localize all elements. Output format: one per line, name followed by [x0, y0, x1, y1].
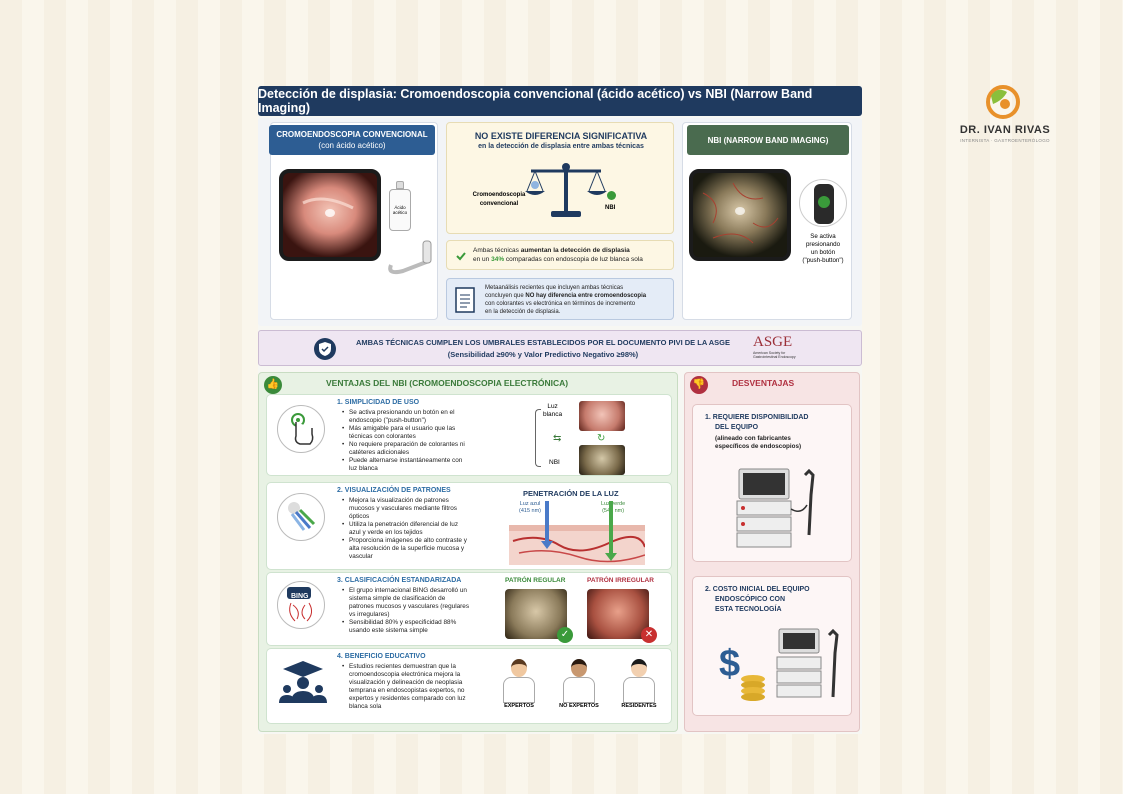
logo: DR. IVAN RIVAS INTERNISTA · GASTROENTERÓ…: [950, 80, 1060, 150]
push-button-caption: Se activa presionando un botón ("push-bu…: [802, 233, 844, 264]
no-difference-box: NO EXISTE DIFERENCIA SIGNIFICATIVA en la…: [446, 122, 674, 234]
blue-light-label: Luz azul (415 nm): [519, 501, 542, 514]
tissue-penetration-diagram: [509, 501, 645, 565]
irregular-pattern-image: [587, 589, 649, 639]
asge-line2: (Sensibilidad ≥90% y Valor Predictivo Ne…: [447, 350, 639, 359]
disadvantage-cost: 2. COSTO INICIAL DEL EQUIPO ENDOSCÓPICO …: [692, 576, 852, 716]
advantage-classification: BING 3. CLASIFICACIÓN ESTANDARIZADA El g…: [266, 572, 672, 646]
adv3-bullets: El grupo internacional BING desarrolló u…: [341, 587, 471, 635]
endoscopy-tower-icon: [736, 468, 815, 548]
refresh-icon: ↻: [597, 433, 606, 444]
white-light-image: [579, 401, 625, 431]
balance-scale-icon: [525, 163, 607, 217]
swap-arrows-icon: ⇆: [553, 433, 562, 444]
finger-press-icon: [277, 405, 325, 453]
doctor-experts: EXPERTOS: [489, 657, 549, 709]
meta-analysis-box: Metaanálisis recientes que incluyen amba…: [446, 278, 674, 320]
adv1-title: 1. SIMPLICIDAD DE USO: [337, 399, 420, 406]
check-icon: [456, 252, 466, 261]
adv2-title: 2. VISUALIZACIÓN DE PATRONES: [337, 487, 451, 494]
shield-check-icon: [314, 338, 336, 360]
doctor-icon: [489, 657, 549, 703]
graduation-group-icon: [279, 661, 327, 703]
increase-box: Ambas técnicas aumentan la detección de …: [446, 240, 674, 270]
asge-banner: AMBAS TÉCNICAS CUMPLEN LOS UMBRALES ESTA…: [258, 330, 862, 366]
bing-head-icon: BING: [277, 581, 325, 629]
spray-catheter-icon: [388, 240, 432, 275]
asge-line1: AMBAS TÉCNICAS CUMPLEN LOS UMBRALES ESTA…: [355, 338, 731, 347]
asge-logo: ASGE American Society for Gastrointestin…: [753, 334, 796, 359]
bracket-icon: [535, 409, 541, 467]
disadvantages-header: DESVENTAJAS: [732, 378, 795, 388]
thumbs-down-icon: 👎: [690, 376, 708, 394]
thumbs-up-icon: 👍: [264, 376, 282, 394]
logo-name: DR. IVAN RIVAS: [959, 124, 1051, 136]
scale-label-nbi: NBI: [605, 205, 616, 211]
advantage-education: 4. BENEFICIO EDUCATIVO Estudios reciente…: [266, 648, 672, 724]
nbi-header: NBI (NARROW BAND IMAGING): [687, 125, 849, 155]
adv1-bullets: Se activa presionando un botón en el end…: [341, 409, 471, 473]
logo-mark-icon: [986, 85, 1020, 119]
regular-pattern-label: PATRÓN REGULAR: [505, 577, 566, 584]
adv3-title: 3. CLASIFICACIÓN ESTANDARIZADA: [337, 577, 462, 584]
green-light-label: Luz verde (540 nm): [601, 501, 626, 514]
doctor-icon: [549, 657, 609, 703]
no-difference-headline: NO EXISTE DIFERENCIA SIGNIFICATIVA: [474, 131, 648, 141]
doctor-icon: [609, 657, 669, 703]
equipment-tower-icon: [776, 628, 839, 698]
logo-subtitle: INTERNISTA · GASTROENTERÓLOGO: [960, 138, 1050, 143]
irregular-x-icon: ✕: [641, 627, 657, 643]
doctor-non-experts: NO EXPERTOS: [549, 657, 609, 709]
document-icon: [455, 287, 475, 313]
adv4-bullets: Estudios recientes demuestran que la cro…: [341, 663, 481, 711]
regular-check-icon: ✓: [557, 627, 573, 643]
disadvantage-equipment: 1. REQUIERE DISPONIBILIDAD DEL EQUIPO (a…: [692, 404, 852, 562]
advantages-header: VENTAJAS DEL NBI (CROMOENDOSCOPIA ELECTR…: [326, 378, 569, 388]
adv2-bullets: Mejora la visualización de patrones muco…: [341, 497, 471, 561]
nbi-endoscopy-image: [689, 169, 791, 261]
nbi-thumbnail-image: [579, 445, 625, 475]
conventional-endoscopy-image: [279, 169, 381, 261]
irregular-pattern-label: PATRÓN IRREGULAR: [587, 577, 654, 584]
advantage-patterns: 2. VISUALIZACIÓN DE PATRONES Mejora la v…: [266, 482, 672, 570]
infographic: Detección de displasia: Cromoendoscopia …: [258, 86, 862, 734]
nbi-dot-icon: [607, 191, 616, 200]
dollar-icon: $: [719, 643, 741, 685]
regular-pattern-image: [505, 589, 567, 639]
light-beams-icon: [277, 493, 325, 541]
penetration-title: PENETRACIÓN DE LA LUZ: [523, 489, 619, 498]
adv4-title: 4. BENEFICIO EDUCATIVO: [337, 653, 426, 660]
white-light-label: Luz blanca: [543, 403, 563, 418]
advantage-simplicity: 1. SIMPLICIDAD DE USO Se activa presiona…: [266, 394, 672, 476]
nbi-panel: NBI (NARROW BAND IMAGING) Se activa pres…: [682, 122, 852, 320]
nbi-label: NBI: [549, 459, 560, 466]
doctor-residents: RESIDENTES: [609, 657, 669, 709]
scale-label-conventional: Cromoendoscopia convencional: [472, 192, 526, 207]
conventional-header: CROMOENDOSCOPIA CONVENCIONAL (con ácido …: [269, 125, 435, 155]
push-button-icon: [799, 179, 847, 227]
acetic-acid-bottle-icon: Ácido acético: [389, 181, 411, 231]
page-title: Detección de displasia: Cromoendoscopia …: [258, 86, 862, 116]
conventional-panel: CROMOENDOSCOPIA CONVENCIONAL (con ácido …: [269, 122, 438, 320]
coins-icon: [741, 675, 765, 701]
no-difference-subline: en la detección de displasia entre ambas…: [478, 143, 644, 150]
